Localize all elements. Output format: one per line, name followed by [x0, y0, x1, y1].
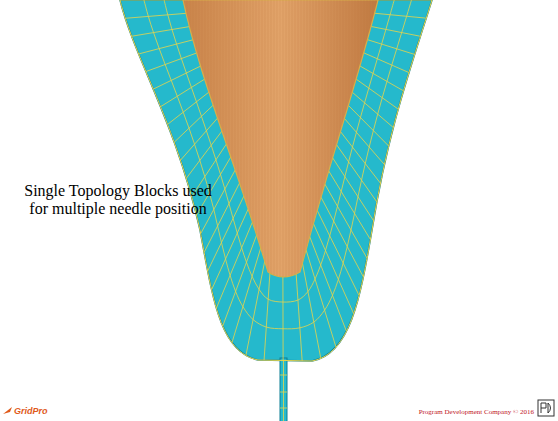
grid-line — [212, 209, 249, 290]
grid-line — [264, 273, 270, 360]
grid-line — [132, 27, 190, 37]
grid-line — [356, 79, 398, 109]
grid-line — [329, 171, 371, 240]
grid-line — [337, 145, 377, 202]
grid-line — [282, 277, 283, 360]
mesh-grid — [120, 0, 432, 361]
grid-line — [246, 261, 265, 355]
needle — [183, 0, 378, 277]
logo-text: GridPro — [14, 406, 84, 416]
inner-edge — [183, 0, 378, 277]
grid-line — [174, 105, 213, 142]
grid-line — [364, 53, 409, 73]
grid-line — [344, 118, 384, 164]
grid-line — [325, 184, 367, 258]
grid-line — [180, 118, 217, 160]
copyright-text: Program Development Company © 2016 — [372, 408, 534, 416]
grid-line — [144, 0, 412, 329]
pdc-logo — [538, 400, 554, 416]
grid-line — [161, 79, 205, 107]
gridpro-mark — [3, 407, 12, 414]
grid-line — [139, 40, 193, 54]
grid-line — [146, 53, 197, 72]
grid-line — [321, 197, 363, 277]
grid-line — [375, 13, 427, 18]
grid-line — [352, 92, 393, 127]
needle-tube — [280, 358, 287, 421]
note-text: Single Topology Blocks used for multiple… — [18, 182, 218, 219]
grid-line — [296, 274, 302, 361]
grid-line — [223, 235, 257, 326]
grid-line — [120, 0, 183, 1]
grid-line — [333, 158, 374, 221]
grid-line — [367, 40, 414, 55]
grid-line — [153, 66, 200, 89]
grid-line — [186, 131, 222, 178]
grid-line — [378, 0, 432, 1]
grid-line — [371, 26, 420, 36]
needle-texture — [183, 0, 378, 277]
mesh-shell — [120, 0, 432, 361]
grid-line — [340, 132, 380, 184]
tube-grid — [280, 360, 287, 421]
grid-line — [360, 66, 403, 91]
grid-line — [125, 13, 186, 18]
outer-edge — [120, 0, 432, 361]
grid-line — [310, 237, 347, 332]
grid-line — [164, 0, 394, 302]
grid-line — [302, 263, 320, 358]
